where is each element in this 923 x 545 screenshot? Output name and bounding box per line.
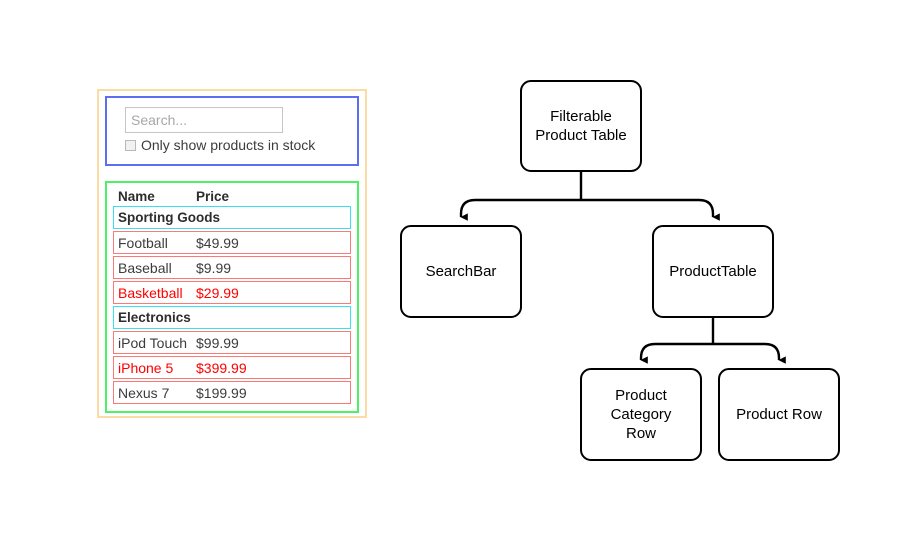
product-price: $9.99 (196, 259, 232, 276)
product-name: Baseball (118, 259, 172, 276)
column-header-price: Price (196, 188, 230, 204)
product-row: Nexus 7 $199.99 (113, 381, 351, 404)
stock-filter-checkbox[interactable] (125, 139, 136, 151)
node-label-line1: Product (615, 387, 667, 404)
node-product-row[interactable]: Product Row (718, 368, 840, 461)
stock-filter-row[interactable]: Only show products in stock (125, 138, 315, 152)
product-row: Football $49.99 (113, 231, 351, 254)
stock-filter-label: Only show products in stock (141, 137, 316, 153)
node-filterable-product-table[interactable]: Filterable Product Table (520, 80, 642, 172)
product-price: $99.99 (196, 334, 239, 351)
product-row: iPod Touch $99.99 (113, 331, 351, 354)
product-name: Basketball (118, 284, 183, 301)
node-product-category-row[interactable]: Product Category Row (580, 368, 702, 461)
column-header-name: Name (118, 188, 155, 204)
product-name: Football (118, 234, 168, 251)
node-label-line2: Product Table (535, 127, 627, 144)
product-row: iPhone 5 $399.99 (113, 356, 351, 379)
node-label: SearchBar (425, 263, 497, 280)
product-name: iPod Touch (118, 334, 188, 351)
filterable-product-table-mockup: Only show products in stock Name Price S… (97, 89, 367, 418)
product-price: $29.99 (196, 284, 239, 301)
product-table: Name Price Sporting Goods Football $49.9… (113, 186, 351, 406)
node-label-line2: Category (610, 406, 672, 423)
category-label: Electronics (118, 310, 191, 325)
product-row: Baseball $9.99 (113, 256, 351, 279)
product-category-row: Electronics (113, 306, 351, 329)
node-label: ProductTable (669, 263, 757, 280)
product-category-row: Sporting Goods (113, 206, 351, 229)
category-label: Sporting Goods (118, 210, 220, 225)
product-row: Basketball $29.99 (113, 281, 351, 304)
search-bar-group: Only show products in stock (105, 96, 359, 166)
product-price: $199.99 (196, 384, 247, 401)
node-label-line3: Row (625, 425, 656, 442)
search-input[interactable] (125, 107, 283, 133)
table-header-row: Name Price (113, 186, 351, 206)
node-search-bar[interactable]: SearchBar (400, 225, 522, 318)
node-label: Product Row (736, 406, 822, 423)
node-product-table[interactable]: ProductTable (652, 225, 774, 318)
node-label-line1: Filterable (550, 108, 612, 125)
product-price: $399.99 (196, 359, 247, 376)
component-hierarchy-diagram: Filterable Product Table SearchBar Produ… (380, 60, 880, 480)
product-price: $49.99 (196, 234, 239, 251)
product-name: iPhone 5 (118, 359, 174, 376)
product-table-group: Name Price Sporting Goods Football $49.9… (105, 181, 359, 413)
diagram-connectors (459, 172, 786, 364)
product-name: Nexus 7 (118, 384, 170, 401)
